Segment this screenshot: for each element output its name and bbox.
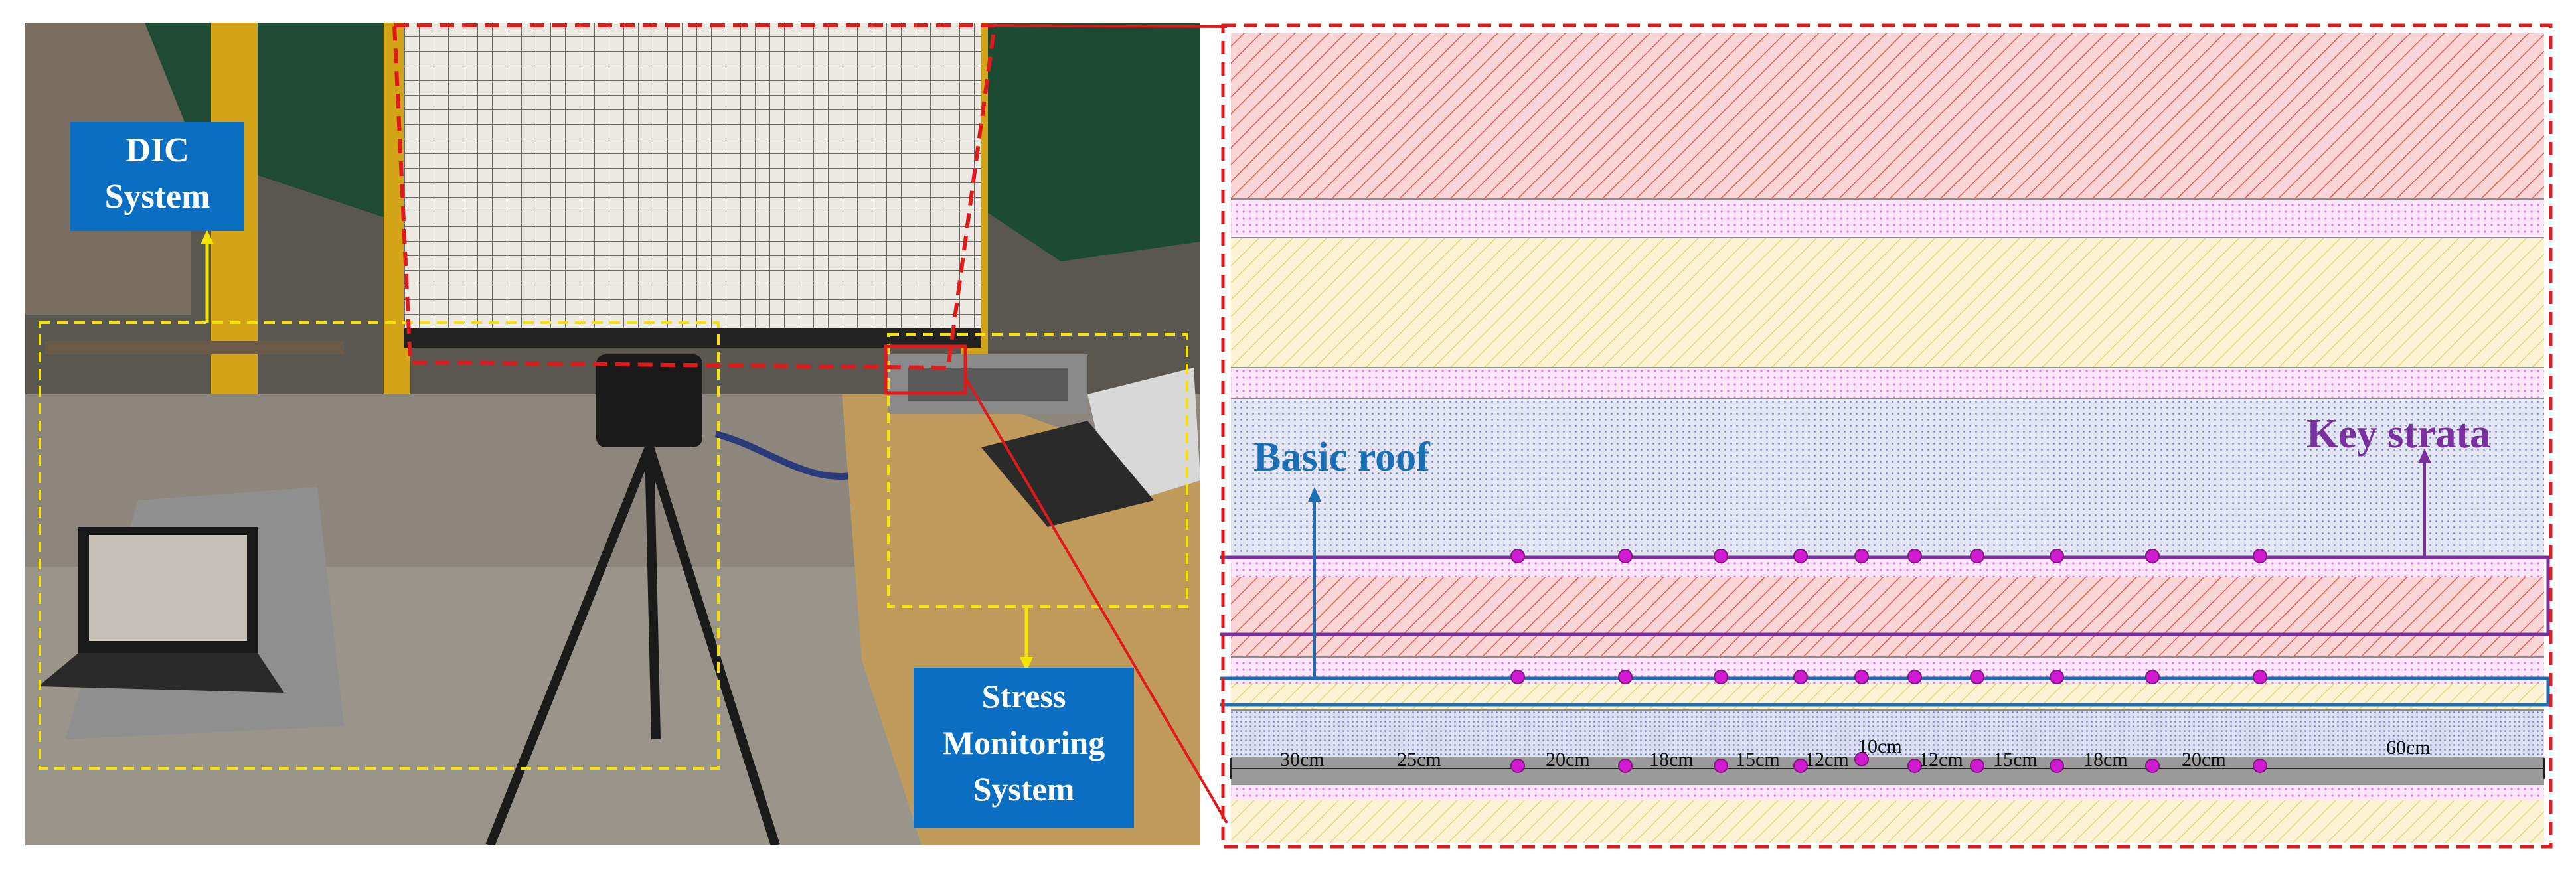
monitor-point [1510,549,1525,563]
dimension-label: 12cm [1919,749,1963,770]
monitor-point [2253,549,2267,563]
monitor-point [1854,670,1869,684]
monitor-point [2050,670,2064,684]
monitor-point [1618,549,1633,563]
monitor-point [2253,670,2267,684]
monitor-point [1793,670,1808,684]
monitor-point [1793,549,1808,563]
key-strata-box [1220,555,2550,636]
dic-system-label: DIC System [70,122,244,231]
key-strata-label: Key strata [2306,411,2491,457]
dimension-label: 18cm [1649,749,1694,770]
monitor-point [1907,549,1922,563]
monitor-point [1907,670,1922,684]
basic-roof-label: Basic roof [1253,435,1430,480]
monitor-point [1714,549,1728,563]
dimension-label: 25cm [1397,749,1441,770]
sensor-point [2050,759,2064,773]
sensor-point [1970,759,1984,773]
basic-roof-box [1220,676,2550,707]
dimension-label: 12cm [1805,749,1849,770]
lower-monitoring-points [1510,670,2267,684]
sensor-point [1714,759,1728,773]
stress-monitoring-label: Stress Monitoring System [914,668,1134,828]
stress-label-line3: System [973,770,1075,808]
dimension-label: 60cm [2386,737,2431,759]
dimension-label: 15cm [1735,749,1780,770]
monitor-point [1714,670,1728,684]
sensor-point [1907,759,1922,773]
dimension-label: 20cm [1546,749,1590,770]
dimension-label: 20cm [2182,749,2226,770]
sensor-point [1510,759,1525,773]
dimension-label: 15cm [1993,749,2038,770]
sensor-point [1793,759,1808,773]
dic-label-line1: DIC [125,131,189,169]
monitor-point [1970,670,1984,684]
monitor-point [1510,670,1525,684]
stress-label-line1: Stress [981,678,1066,715]
dimension-label: 18cm [2083,749,2128,770]
sensor-point [2253,759,2267,773]
monitor-point [1618,670,1633,684]
dic-label-line2: System [104,178,210,216]
monitor-point [2145,670,2160,684]
monitor-point [1854,549,1869,563]
dimension-label: 30cm [1280,749,1325,770]
monitor-point [2145,549,2160,563]
monitor-point [2050,549,2064,563]
strata-diagram: Basic roof Key strata 30cm 25cm 20cm 18c… [1220,23,2555,851]
upper-monitoring-points [1510,549,2267,563]
experiment-photo: DIC System Stress Monitoring System [25,23,1200,845]
sensor-point [1854,752,1869,766]
dimension-label: 10cm [1858,735,1902,757]
sensor-point [2145,759,2160,773]
sensor-points [1510,752,2267,773]
sensor-point [1618,759,1633,773]
stress-label-line2: Monitoring [942,724,1105,761]
monitor-point [1970,549,1984,563]
